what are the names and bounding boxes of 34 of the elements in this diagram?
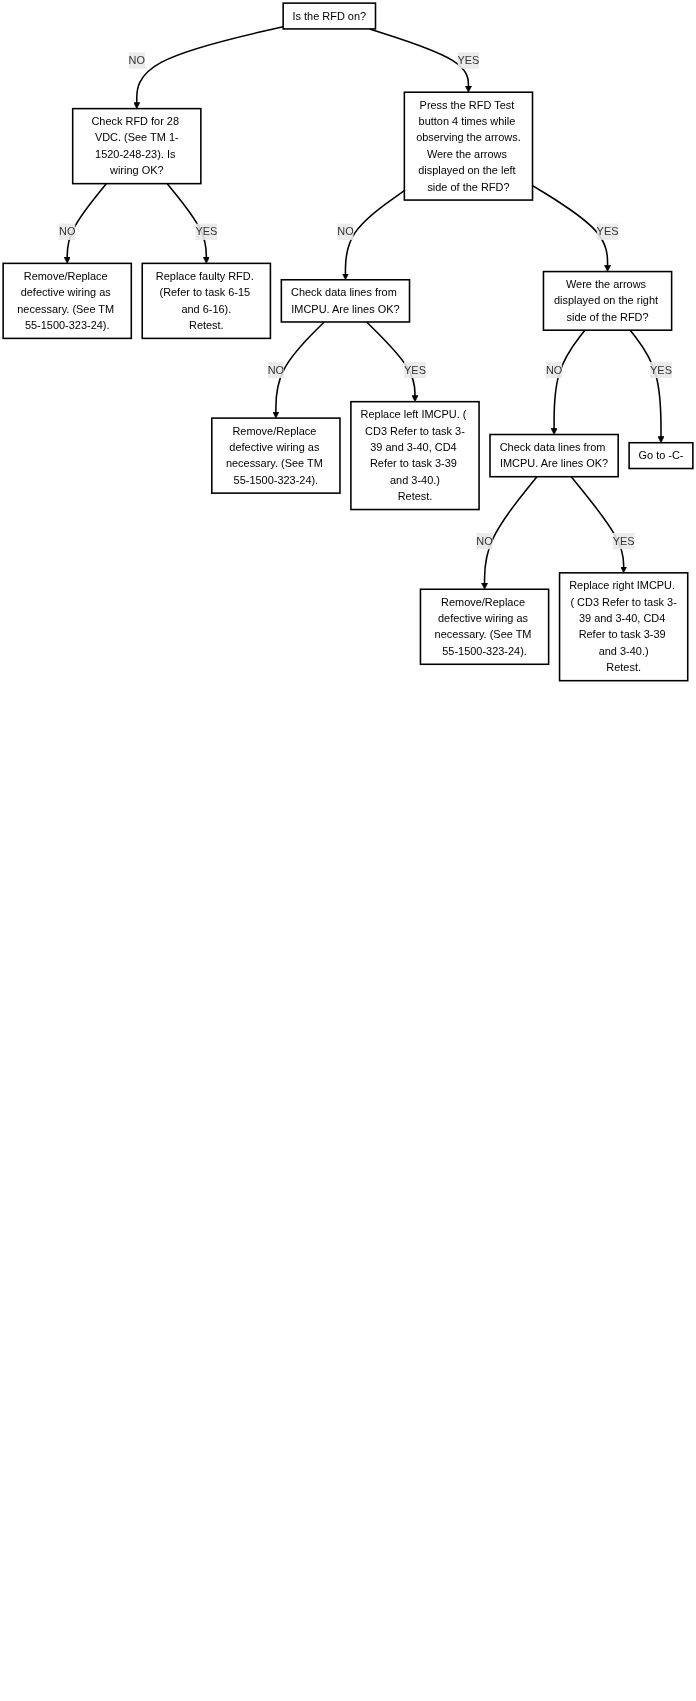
node-box: Were the arrows displayed on the right side of the RFD? (542, 270, 673, 331)
edge-label: YES (612, 534, 635, 548)
edge-label: NO (267, 363, 285, 376)
node-box: Remove/Replace defective wiring as necessary. (See TM 55-1500-323-24). (211, 417, 341, 494)
arrow (550, 329, 586, 435)
edge-label: NO (128, 53, 145, 67)
arrow (570, 475, 628, 574)
node-box: Check data lines from IMCPU. Are lines OK? (280, 279, 411, 323)
arrow (133, 25, 284, 109)
node-box: Is the RFD on? (282, 2, 377, 30)
node-box: Replace faulty RFD. (Refer to task 6-15 and 6-16). Retest. (141, 262, 272, 340)
node-box: Press the RFD Test button 4 times while observing the arrows. Were the arrows displayed on the left side of the RFD? (403, 91, 534, 201)
edge-label: NO (59, 225, 76, 238)
arrow (63, 182, 108, 264)
node-box: Remove/Replace defective wiring as necessary. (See TM 55-1500-323-24). (419, 588, 550, 666)
edge-label: NO (476, 534, 493, 548)
node-box: Check data lines from IMCPU. Are lines OK? (489, 433, 619, 478)
arrow (365, 321, 419, 402)
edge-label: NO (337, 225, 354, 238)
node-box: Remove/Replace defective wiring as necessary. (See TM 55-1500-323-24). (2, 262, 133, 340)
node-box: Replace left IMCPU. ( CD3 Refer to task 3-39 and 3-40, CD4 Refer to task 3-39 and 3-40.) Retest. (350, 400, 480, 511)
node-box: Replace right IMCPU. ( CD3 Refer to task 3-39 and 3-40, CD4 Refer to task 3-39 and 3-40.) Retest. (558, 572, 689, 682)
node-box: Go to -C- (628, 441, 694, 470)
arrow (166, 182, 210, 264)
edge-label: YES (404, 363, 426, 376)
edge-label: YES (195, 225, 218, 238)
arrow (272, 321, 325, 419)
edge-label: YES (650, 363, 672, 376)
node-box: Check RFD for 28 VDC. (See TM 1-1520-248-23). Is wiring OK? (71, 107, 202, 185)
edge-label: YES (596, 225, 619, 238)
edge-label: YES (457, 53, 480, 67)
arrow (629, 329, 665, 444)
edge-label: NO (545, 363, 563, 376)
arrow (481, 475, 538, 590)
